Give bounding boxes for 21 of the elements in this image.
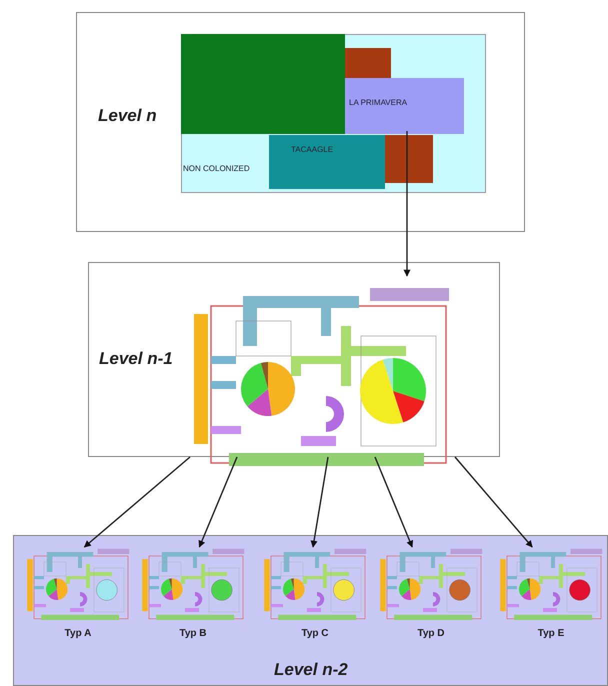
- type-label: Typ D: [416, 628, 446, 639]
- level-label: Level n-1: [99, 349, 173, 369]
- map-region: [269, 135, 385, 189]
- map-region: [345, 78, 464, 134]
- level-label: Level n: [98, 106, 157, 126]
- region-label: NON COLONIZED: [183, 164, 250, 173]
- arrow: [198, 456, 238, 548]
- type-label: Typ C: [300, 628, 330, 639]
- type-label: Typ B: [178, 628, 208, 639]
- level-panel: [13, 535, 608, 686]
- level-panel: [76, 12, 525, 232]
- type-label: Typ E: [536, 628, 566, 639]
- region-label: TACAAGLE: [291, 145, 334, 154]
- arrow: [454, 456, 533, 548]
- level-label: Level n-2: [274, 660, 348, 680]
- arrow: [374, 456, 414, 548]
- type-label: Typ A: [64, 628, 92, 639]
- arrow: [310, 456, 329, 548]
- arrow: [404, 131, 410, 277]
- region-label: LA PRIMAVERA: [349, 98, 408, 107]
- arrow: [84, 456, 190, 548]
